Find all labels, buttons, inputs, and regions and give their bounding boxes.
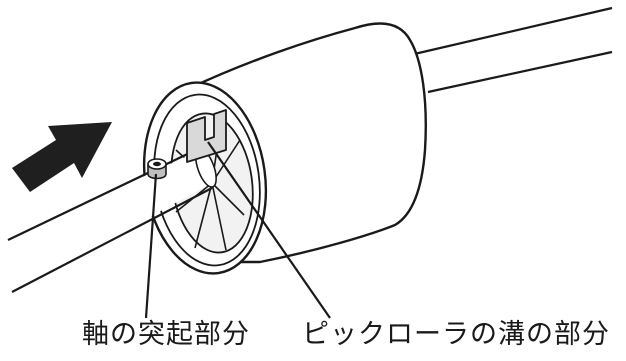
leader-line-shaft xyxy=(144,173,158,319)
roller-groove-label: ピックローラの溝の部分 xyxy=(302,319,610,350)
insert-direction-arrow-icon xyxy=(12,122,112,192)
shaft-back xyxy=(409,6,613,94)
leader-lines xyxy=(144,141,331,319)
roller-groove xyxy=(186,109,227,163)
shaft-protrusion-pin xyxy=(147,158,167,180)
shaft-protrusion-label: 軸の突起部分 xyxy=(82,319,250,350)
leader-line-groove xyxy=(207,141,331,319)
